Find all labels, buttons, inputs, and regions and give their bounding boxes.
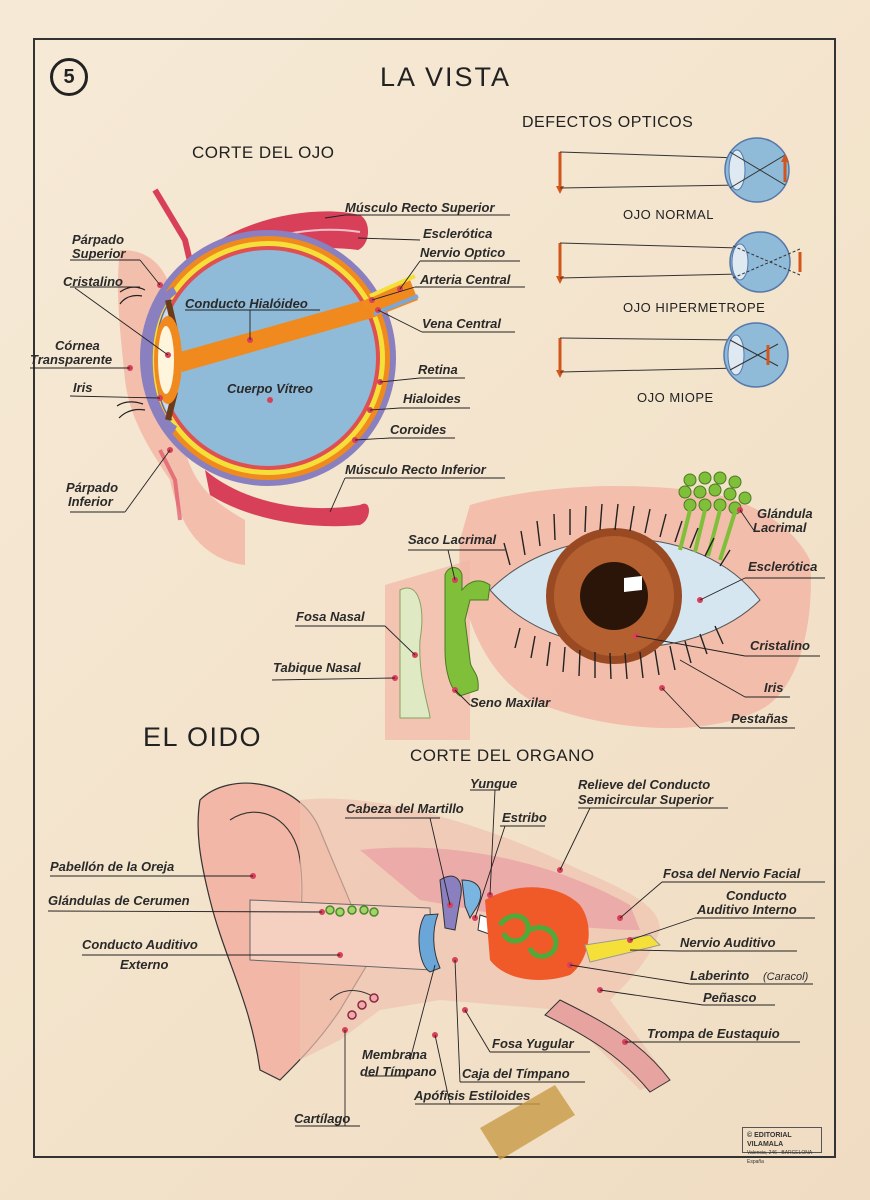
label-trompa-eustaquio: Trompa de Eustaquio (647, 1026, 780, 1041)
label-parpado-inferior-line1: Párpado (66, 480, 119, 495)
label-nervio-optico: Nervio Optico (420, 245, 506, 260)
label-estribo: Estribo (502, 810, 547, 825)
label-conducto-externo-line2: Externo (120, 957, 169, 972)
plate-number-badge: 5 (50, 58, 88, 96)
optical-defects-diagrams (556, 137, 802, 388)
label-iris-ext: Iris (764, 680, 784, 695)
label-cristalino: Cristalino (63, 274, 123, 289)
eye-section-heading: CORTE DEL OJO (192, 143, 335, 162)
ear-title: EL OIDO (143, 722, 263, 752)
label-conducto-interno-line2: Auditivo Interno (697, 902, 797, 917)
label-membrana-line1: Membrana (362, 1047, 428, 1062)
label-apofisis-estiloides: Apófisis Estiloides (414, 1088, 531, 1103)
label-tabique-nasal: Tabique Nasal (273, 660, 361, 675)
label-esclerotica-ext: Esclerótica (748, 559, 818, 574)
label-arteria-central: Arteria Central (420, 272, 511, 287)
label-fosa-nervio-facial: Fosa del Nervio Facial (663, 866, 801, 881)
label-caja-timpano: Caja del Tímpano (462, 1066, 570, 1081)
label-laberinto: Laberinto (690, 968, 750, 983)
label-parpado-superior-line1: Párpado (72, 232, 125, 247)
caption-ojo-hipermetrope: OJO HIPERMETROPE (623, 300, 766, 315)
caption-ojo-miope: OJO MIOPE (637, 390, 714, 405)
external-eye (271, 471, 825, 740)
publisher-name: © EDITORIAL VILAMALA (747, 1132, 792, 1148)
label-cuerpo-vitreo: Cuerpo Vítreo (227, 381, 313, 396)
label-fosa-yugular: Fosa Yugular (492, 1036, 574, 1051)
tape-piece (480, 1085, 575, 1160)
label-conducto-hialoideo: Conducto Hialóideo (185, 296, 308, 311)
label-glandula-line1: Glándula (757, 506, 813, 521)
label-cornea-line1: Córnea (55, 338, 100, 353)
label-esclerotica: Esclerótica (423, 226, 493, 241)
label-conducto-interno-line1: Conducto (726, 888, 787, 903)
label-coroides: Coroides (390, 422, 447, 437)
label-parpado-superior-line2: Superior (72, 246, 126, 261)
eye-cross-section (30, 188, 525, 565)
label-cornea-line2: Transparente (30, 352, 113, 367)
label-pestanas: Pestañas (731, 711, 789, 726)
label-vena-central: Vena Central (422, 316, 501, 331)
page-title: LA VISTA (380, 62, 512, 92)
label-parpado-inferior-line2: Inferior (68, 494, 113, 509)
label-glandula-line2: Lacrimal (753, 520, 807, 535)
label-caracol: (Caracol) (763, 971, 809, 983)
poster-frame (33, 38, 836, 1158)
ear-cross-section (47, 782, 825, 1127)
optical-defects-heading: DEFECTOS OPTICOS (522, 114, 694, 131)
label-retina: Retina (418, 362, 458, 377)
label-musculo-recto-inferior: Músculo Recto Inferior (345, 462, 486, 477)
label-pabellon: Pabellón de la Oreja (50, 859, 175, 874)
label-iris: Iris (73, 380, 93, 395)
ear-section-heading: CORTE DEL ORGANO (410, 746, 595, 765)
label-relieve-line1: Relieve del Conducto (578, 777, 711, 792)
label-musculo-recto-superior: Músculo Recto Superior (345, 200, 495, 215)
label-cartilago: Cartílago (294, 1111, 351, 1126)
publisher-logo: © EDITORIAL VILAMALA Valencia, 246 · BAR… (742, 1127, 822, 1165)
label-glandulas-cerumen: Glándulas de Cerumen (48, 893, 190, 908)
label-relieve-line2: Semicircular Superior (578, 792, 714, 807)
label-penasco: Peñasco (703, 990, 757, 1005)
label-membrana-line2: del Tímpano (360, 1064, 437, 1079)
label-nervio-auditivo: Nervio Auditivo (680, 935, 776, 950)
label-conducto-externo-line1: Conducto Auditivo (82, 937, 198, 952)
caption-ojo-normal: OJO NORMAL (623, 207, 714, 222)
label-fosa-nasal: Fosa Nasal (296, 609, 365, 624)
label-cristalino-ext: Cristalino (750, 638, 810, 653)
label-seno-maxilar: Seno Maxilar (470, 695, 551, 710)
label-hialoides: Hialoides (403, 391, 461, 406)
label-yunque: Yunque (470, 776, 518, 791)
label-saco-lacrimal: Saco Lacrimal (408, 532, 497, 547)
publisher-address: Valencia, 246 · BARCELONA España (747, 1150, 812, 1165)
label-cabeza-martillo: Cabeza del Martillo (346, 801, 464, 816)
